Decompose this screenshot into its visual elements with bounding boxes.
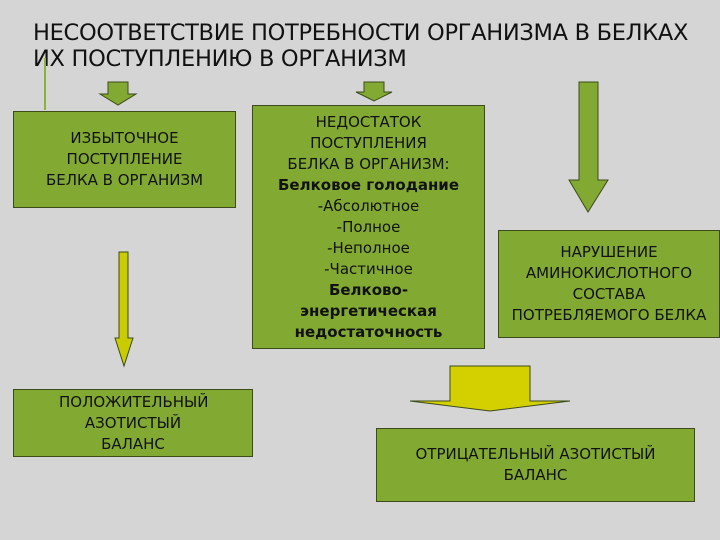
deficit-item: -Полное [336,218,401,236]
excess-intake-label: ИЗБЫТОЧНОЕ ПОСТУПЛЕНИЕ БЕЛКА В ОРГАНИЗМ [45,129,204,189]
protein-energy-deficiency: Белково-энергетическая недостаточность [294,281,443,341]
deficit-heading: НЕДОСТАТОК ПОСТУПЛЕНИЯ БЕЛКА В ОРГАНИЗМ: [287,113,450,173]
negative-balance-box: ОТРИЦАТЕЛЬНЫЙ АЗОТИСТЫЙ БАЛАНС [376,428,695,502]
negative-balance-label: ОТРИЦАТЕЛЬНЫЙ АЗОТИСТЫЙ БАЛАНС [415,445,656,484]
decorative-line [44,58,46,110]
arrow-down-icon [568,81,609,213]
deficit-item: -Неполное [327,239,410,257]
arrow-down-icon [355,81,393,102]
arrow-down-icon [409,365,571,412]
amino-acid-box: НАРУШЕНИЕ АМИНОКИСЛОТНОГО СОСТАВА ПОТРЕБ… [498,230,720,338]
positive-balance-box: ПОЛОЖИТЕЛЬНЫЙ АЗОТИСТЫЙ БАЛАНС [13,389,253,457]
protein-starvation: Белковое голодание [278,176,459,194]
excess-intake-box: ИЗБЫТОЧНОЕ ПОСТУПЛЕНИЕ БЕЛКА В ОРГАНИЗМ [13,111,236,208]
slide-title: НЕСООТВЕТСТВИЕ ПОТРЕБНОСТИ ОРГАНИЗМА В Б… [33,20,689,72]
positive-balance-label: ПОЛОЖИТЕЛЬНЫЙ АЗОТИСТЫЙ БАЛАНС [59,392,209,453]
arrow-down-icon [98,81,138,106]
arrow-down-icon [114,251,134,368]
deficit-intake-box: НЕДОСТАТОК ПОСТУПЛЕНИЯ БЕЛКА В ОРГАНИЗМ:… [252,105,485,349]
deficit-item: -Частичное [324,260,413,278]
deficit-item: -Абсолютное [317,197,420,215]
amino-acid-label: НАРУШЕНИЕ АМИНОКИСЛОТНОГО СОСТАВА ПОТРЕБ… [511,243,707,324]
